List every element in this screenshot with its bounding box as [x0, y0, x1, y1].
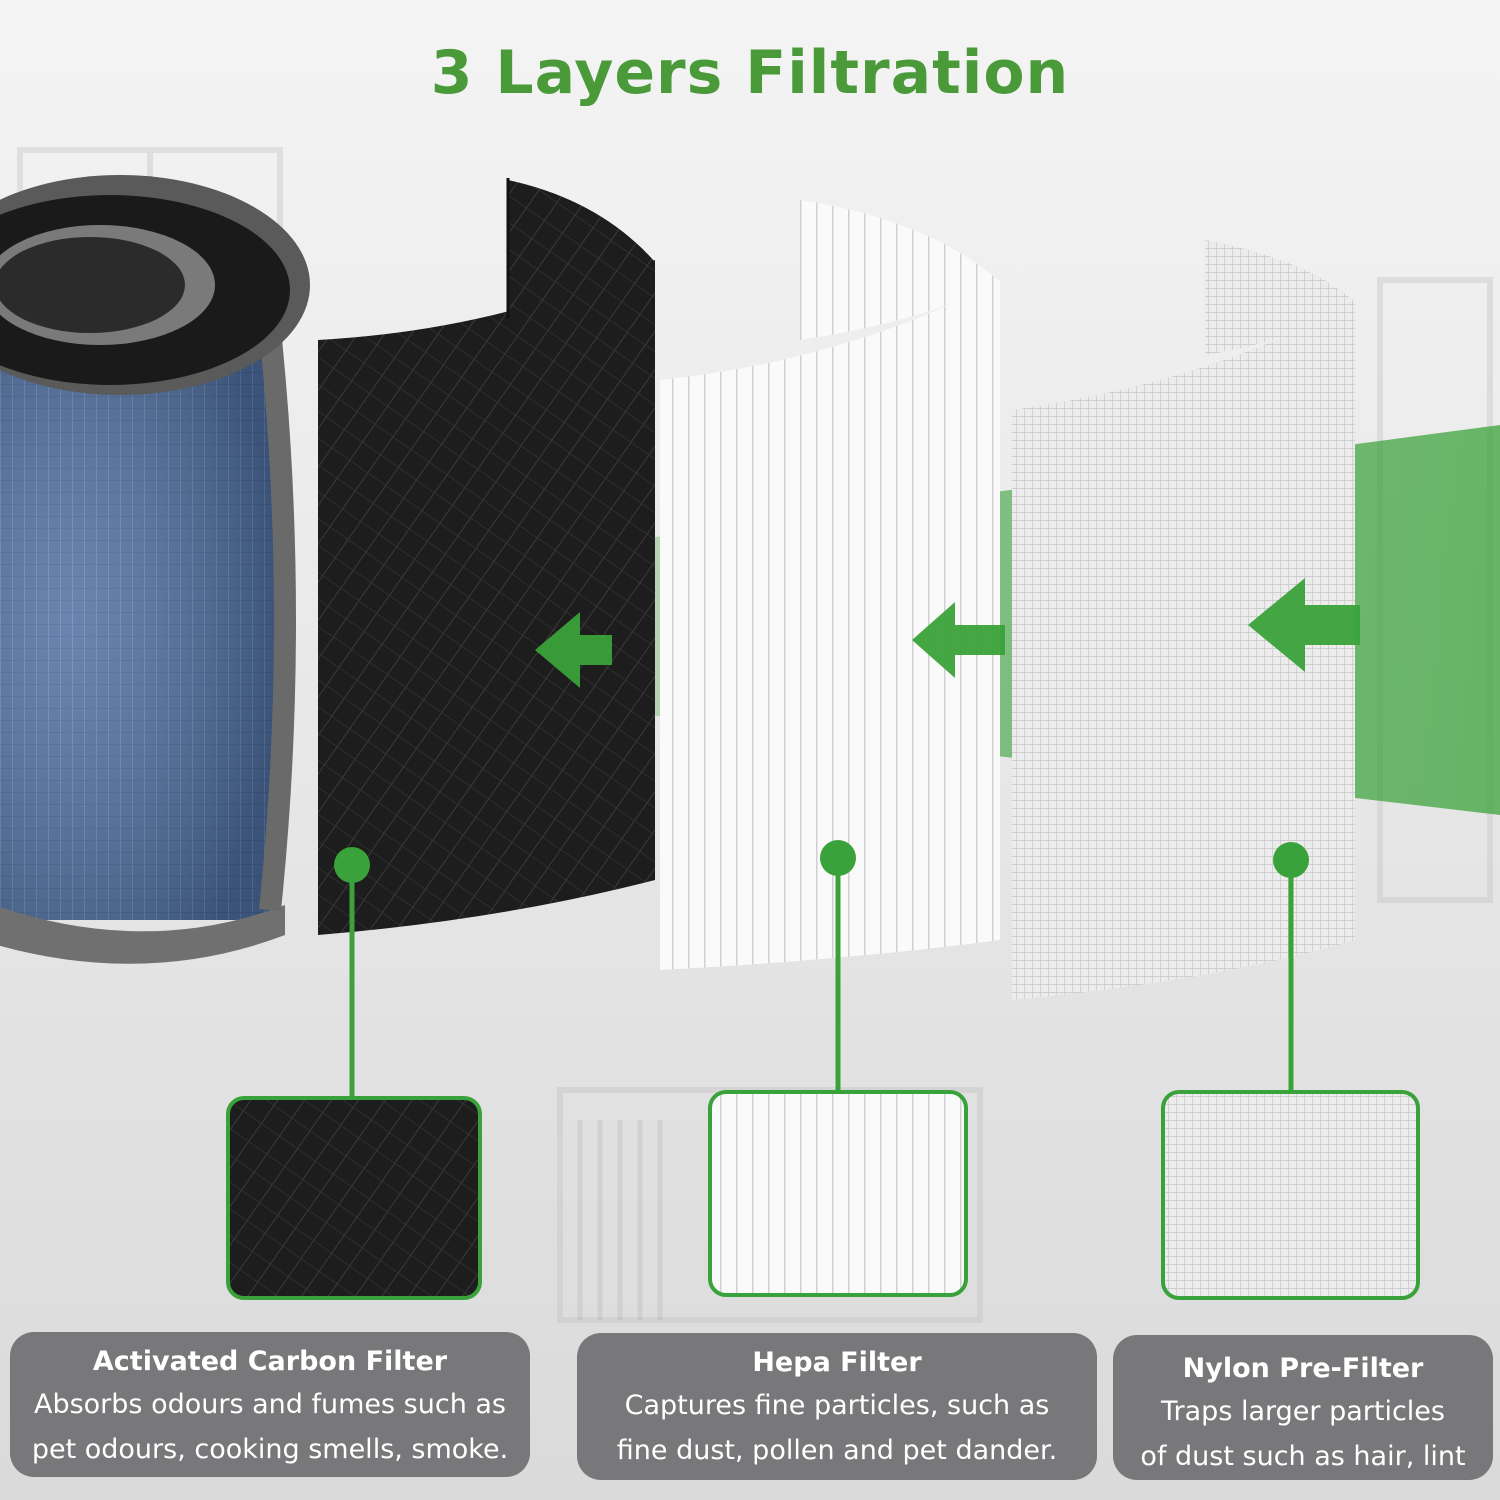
carbon-filter-curl: [508, 180, 655, 318]
mesh-swatch: [1161, 1090, 1420, 1300]
mesh-filter-curl: [1205, 240, 1355, 355]
radiator: [577, 1120, 663, 1320]
layer-card-carbon: Activated Carbon Filter Absorbs odours a…: [10, 1332, 530, 1477]
arrow-left-icon: [1248, 578, 1360, 672]
hepa-filter-sheet: [660, 280, 1000, 970]
arrow-left-icon: [912, 602, 1005, 678]
layer-name: Hepa Filter: [752, 1347, 922, 1378]
layer-card-nylon: Nylon Pre-Filter Traps larger particles …: [1113, 1335, 1493, 1480]
layer-card-hepa: Hepa Filter Captures fine particles, suc…: [577, 1333, 1097, 1480]
layer-name: Activated Carbon Filter: [92, 1346, 448, 1377]
hepa-swatch: [708, 1090, 968, 1297]
carbon-swatch: [226, 1096, 482, 1300]
layer-description: Traps larger particles of dust such as h…: [1140, 1396, 1466, 1472]
mesh-filter-sheet: [1012, 300, 1355, 1000]
assembled-filter-icon: [0, 175, 310, 964]
hepa-filter-curl: [800, 200, 1000, 340]
layer-name: Nylon Pre-Filter: [1182, 1353, 1424, 1384]
layer-description: Absorbs odours and fumes such as pet odo…: [31, 1389, 509, 1465]
carbon-filter-sheet: [318, 260, 655, 935]
layer-description: Captures fine particles, such as fine du…: [616, 1390, 1058, 1466]
page-title: 3 Layers Filtration: [430, 38, 1070, 108]
arrow-left-icon: [535, 612, 612, 688]
